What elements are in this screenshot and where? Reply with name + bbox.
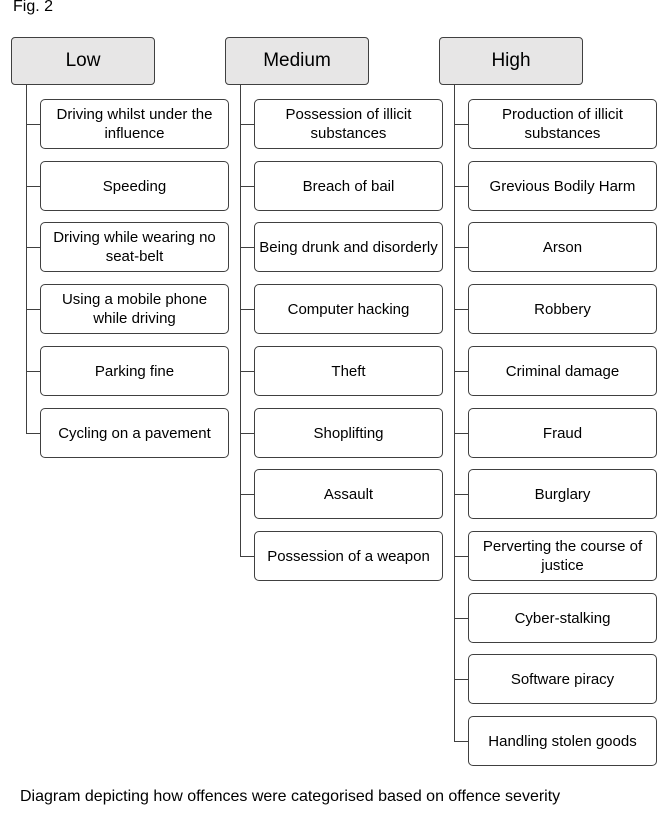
- connector-branch: [240, 124, 254, 125]
- offence-item: Parking fine: [40, 346, 229, 396]
- diagram-caption: Diagram depicting how offences were cate…: [20, 788, 561, 805]
- connector-branch: [240, 186, 254, 187]
- offence-item: Burglary: [468, 469, 657, 519]
- connector-branch: [454, 309, 468, 310]
- offence-item: Cycling on a pavement: [40, 408, 229, 458]
- connector-branch: [240, 556, 254, 557]
- connector-trunk: [240, 85, 241, 556]
- offence-item: Arson: [468, 222, 657, 272]
- offence-item: Perverting the course of justice: [468, 531, 657, 581]
- connector-trunk: [454, 85, 455, 741]
- connector-branch: [240, 371, 254, 372]
- offence-item: Handling stolen goods: [468, 716, 657, 766]
- connector-branch: [454, 741, 468, 742]
- category-header: Medium: [225, 37, 369, 85]
- connector-branch: [26, 371, 40, 372]
- offence-item: Production of illicit substances: [468, 99, 657, 149]
- connector-branch: [240, 309, 254, 310]
- offence-item: Assault: [254, 469, 443, 519]
- offence-item: Grevious Bodily Harm: [468, 161, 657, 211]
- connector-branch: [454, 433, 468, 434]
- connector-branch: [454, 556, 468, 557]
- connector-branch: [454, 186, 468, 187]
- connector-branch: [26, 124, 40, 125]
- offence-item: Speeding: [40, 161, 229, 211]
- connector-branch: [240, 247, 254, 248]
- category-header: High: [439, 37, 583, 85]
- connector-trunk: [26, 85, 27, 433]
- connector-branch: [454, 247, 468, 248]
- connector-branch: [454, 618, 468, 619]
- offence-item: Computer hacking: [254, 284, 443, 334]
- connector-branch: [240, 433, 254, 434]
- figure-label: Fig. 2: [13, 0, 54, 15]
- connector-branch: [26, 186, 40, 187]
- offence-item: Cyber-stalking: [468, 593, 657, 643]
- offence-item: Driving while wearing no seat-belt: [40, 222, 229, 272]
- offence-item: Using a mobile phone while driving: [40, 284, 229, 334]
- connector-branch: [454, 371, 468, 372]
- category-header: Low: [11, 37, 155, 85]
- offence-item: Possession of a weapon: [254, 531, 443, 581]
- offence-item: Breach of bail: [254, 161, 443, 211]
- connector-branch: [26, 247, 40, 248]
- offence-item: Being drunk and disorderly: [254, 222, 443, 272]
- connector-branch: [26, 309, 40, 310]
- offence-item: Criminal damage: [468, 346, 657, 396]
- offence-item: Robbery: [468, 284, 657, 334]
- offence-item: Possession of illicit substances: [254, 99, 443, 149]
- offence-item: Software piracy: [468, 654, 657, 704]
- offence-item: Fraud: [468, 408, 657, 458]
- offence-item: Driving whilst under the influence: [40, 99, 229, 149]
- connector-branch: [26, 433, 40, 434]
- connector-branch: [454, 679, 468, 680]
- connector-branch: [454, 124, 468, 125]
- connector-branch: [454, 494, 468, 495]
- offence-item: Theft: [254, 346, 443, 396]
- offence-item: Shoplifting: [254, 408, 443, 458]
- connector-branch: [240, 494, 254, 495]
